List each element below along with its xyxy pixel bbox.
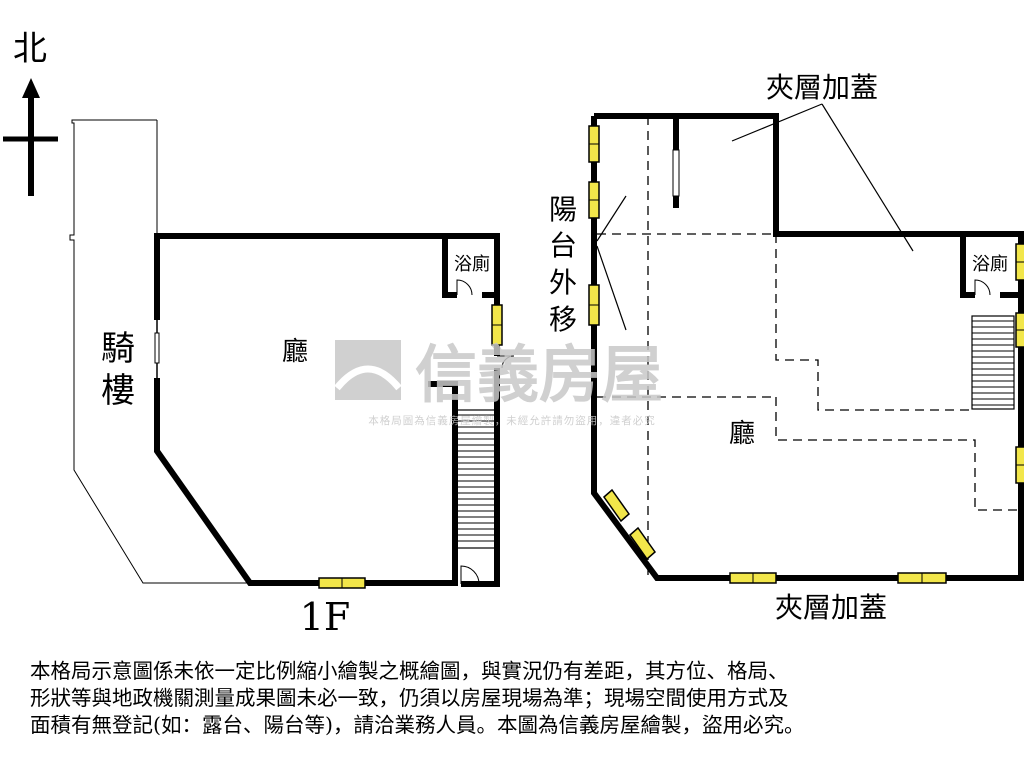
- mezzanine-bottom-label: 夾層加蓋: [775, 591, 887, 624]
- arcade-label-bottom: 樓: [101, 371, 135, 411]
- floor1-back-door: [460, 565, 480, 585]
- balcony-label-3: 外: [549, 266, 577, 299]
- mezzanine-inner-door: [672, 149, 680, 197]
- disclaimer-line-3: 面積有無登記(如：露台、陽台等)，請洽業務人員。本圖為信義房屋繪製，盜用必究。: [30, 713, 805, 737]
- north-arrow-icon: [22, 78, 40, 98]
- disclaimer-line-2: 形狀等與地政機關測量成果圖未必一致，仍須以房屋現場為準；現場空間使用方式及: [30, 686, 789, 710]
- arcade-label-top: 騎: [101, 329, 135, 369]
- mezzanine-bathroom-label: 浴廁: [972, 253, 1008, 275]
- balcony-label-2: 台: [549, 229, 577, 262]
- mezzanine-hall-label: 廳: [729, 419, 755, 449]
- balcony-label-4: 移: [549, 303, 577, 336]
- balcony-label-1: 陽: [549, 193, 577, 226]
- compass-north-label: 北: [13, 29, 47, 69]
- mezzanine-bathroom-door: [974, 279, 991, 296]
- floor1-stair-door: [497, 355, 515, 369]
- floor1-bathroom-door: [456, 279, 473, 296]
- disclaimer: 本格局示意圖係未依一定比例縮小繪製之概繪圖，與實況仍有差距，其方位、格局、 形狀…: [30, 658, 1005, 739]
- floor1-stairs: [454, 409, 496, 549]
- label-leader-lines: [596, 103, 914, 331]
- floor1-bathroom-label: 浴廁: [454, 253, 490, 275]
- watermark: 信義房屋 本格局圖為信義房屋繪製，未經允許請勿盜用，違者必究: [334, 338, 663, 427]
- floor1-label: 1F: [300, 595, 351, 639]
- floor1-hall-label: 廳: [282, 337, 308, 367]
- brand-logo-icon: [334, 340, 402, 400]
- compass: 北: [3, 29, 58, 196]
- mezzanine-dashed-lines: [597, 116, 1018, 578]
- disclaimer-line-1: 本格局示意圖係未依一定比例縮小繪製之概繪圖，與實況仍有差距，其方位、格局、: [30, 659, 789, 683]
- arcade-outline: [69, 119, 249, 584]
- watermark-brand: 信義房屋: [415, 338, 663, 411]
- mezzanine-top-label: 夾層加蓋: [766, 71, 878, 104]
- watermark-notice: 本格局圖為信義房屋繪製，未經允許請勿盜用，違者必究: [368, 414, 656, 427]
- floor1-entry-door: [154, 320, 160, 378]
